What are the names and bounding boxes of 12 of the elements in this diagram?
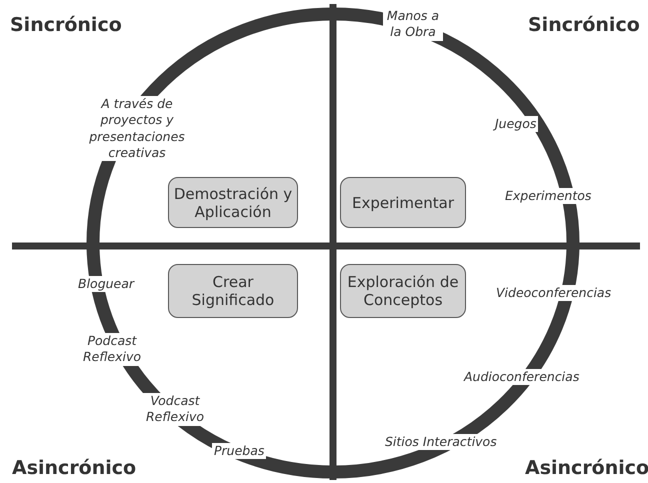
activity-label: Bloguear — [76, 276, 136, 292]
category-box: Experimentar — [340, 177, 466, 228]
category-box: Demostración y Aplicación — [168, 177, 298, 228]
activity-label: Pruebas — [212, 443, 266, 460]
category-box: Exploración de Conceptos — [340, 264, 466, 318]
category-box: Crear Significado — [168, 264, 298, 318]
activity-label: Juegos — [493, 116, 538, 132]
activity-label: Sitios Interactivos — [383, 434, 499, 450]
activity-label: Manos a la Obra — [383, 8, 443, 40]
activity-label: Videoconferencias — [494, 285, 614, 302]
activity-label: Experimentos — [503, 188, 594, 204]
activity-label: Audioconferencias — [462, 369, 582, 386]
